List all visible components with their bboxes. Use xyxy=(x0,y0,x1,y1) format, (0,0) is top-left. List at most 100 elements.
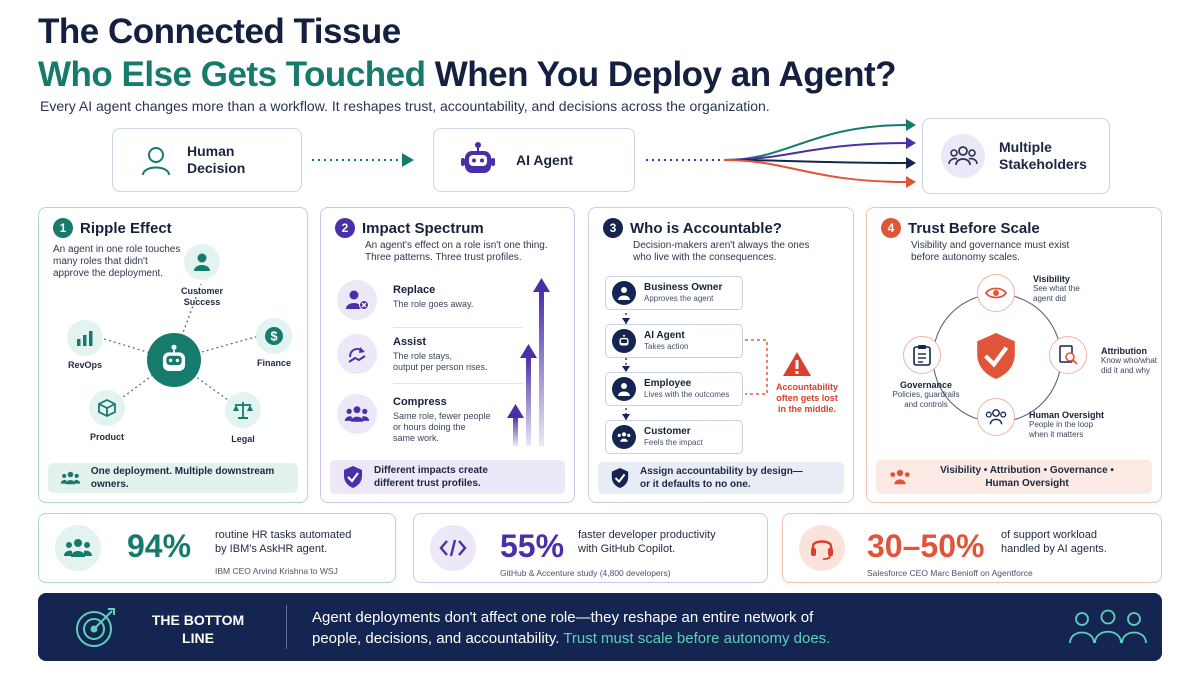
customer-success-node xyxy=(184,244,220,280)
product-node xyxy=(89,390,125,426)
group-icon xyxy=(55,525,101,571)
user-tie-icon xyxy=(612,281,636,305)
accountability-title: 3 Who is Accountable? xyxy=(603,218,782,238)
warning-icon xyxy=(783,352,811,376)
stat-source: GitHub & Accenture study (4,800 develope… xyxy=(500,568,671,578)
warning-bracket xyxy=(745,339,768,395)
divider xyxy=(286,605,287,649)
stat-source: IBM CEO Arvind Krishna to WSJ xyxy=(215,566,338,576)
eye-icon xyxy=(977,274,1015,312)
bottom-line-text: Agent deployments don't affect one role—… xyxy=(312,609,831,647)
ai-agent-label: AI Agent xyxy=(516,151,574,168)
ripple-effect-panel: 1 Ripple Effect An agent in one role tou… xyxy=(38,207,308,503)
stat-value: 30–50% xyxy=(867,528,985,564)
intro-text: Every AI agent changes more than a workf… xyxy=(40,98,770,114)
fanout-arrows xyxy=(646,119,916,188)
step-number: 1 xyxy=(53,218,73,238)
revops-label: RevOps xyxy=(67,360,102,370)
target-icon xyxy=(74,605,118,649)
bar-chart-icon xyxy=(77,331,93,346)
ripple-connectors xyxy=(100,283,260,409)
shield-check-icon xyxy=(344,466,362,488)
user-icon xyxy=(139,143,173,177)
impact-spectrum-desc: An agent's effect on a role isn't one th… xyxy=(365,240,548,263)
divider xyxy=(393,327,523,328)
robot-icon xyxy=(162,344,186,372)
people-icon xyxy=(1069,609,1147,644)
shield-check-icon xyxy=(611,468,629,488)
svg-text:$: $ xyxy=(270,329,278,344)
ripple-effect-title: 1 Ripple Effect xyxy=(53,218,172,238)
step-number: 3 xyxy=(603,218,623,238)
user-icon xyxy=(612,377,636,401)
compress-title: Compress xyxy=(393,396,447,408)
trust-title: 4 Trust Before Scale xyxy=(881,218,1040,238)
trust-panel: 4 Trust Before Scale Visibility and gove… xyxy=(866,207,1162,503)
replace-desc: The role goes away. xyxy=(393,299,474,309)
chain-connector xyxy=(622,298,630,443)
group-icon xyxy=(60,471,81,485)
ripple-effect-footer: One deployment. Multiple downstream owne… xyxy=(48,463,298,493)
ai-agent-box: AI Agent xyxy=(433,128,635,192)
divider xyxy=(393,383,523,384)
group-icon xyxy=(612,425,636,449)
user-icon xyxy=(194,253,210,271)
title-highlight: Who Else Gets Touched xyxy=(38,55,426,94)
rising-arrows xyxy=(507,278,550,446)
group-icon xyxy=(941,134,985,178)
dollar-icon: $ xyxy=(265,327,283,345)
clipboard-icon xyxy=(903,336,941,374)
robot-icon xyxy=(612,329,636,353)
central-agent-node xyxy=(147,333,201,387)
accountability-panel: 3 Who is Accountable? Decision-makers ar… xyxy=(588,207,854,503)
compress-icon-wrap xyxy=(337,394,377,434)
finance-label: Finance xyxy=(256,358,291,368)
robot-icon xyxy=(458,140,498,180)
impact-spectrum-panel: 2 Impact Spectrum An agent's effect on a… xyxy=(320,207,575,503)
page-title: The Connected Tissue xyxy=(38,12,401,51)
headset-icon xyxy=(799,525,845,571)
impact-spectrum-title: 2 Impact Spectrum xyxy=(335,218,484,238)
step-number: 4 xyxy=(881,218,901,238)
page-subtitle-heading: Who Else Gets Touched When You Deploy an… xyxy=(38,55,897,95)
accountability-footer: Assign accountability by design—or it de… xyxy=(598,462,844,494)
search-doc-icon xyxy=(1049,336,1087,374)
assist-icon-wrap xyxy=(337,334,377,374)
assist-icon xyxy=(348,347,366,363)
stat-value: 94% xyxy=(127,528,192,564)
legal-label: Legal xyxy=(231,434,255,444)
replace-title: Replace xyxy=(393,284,436,296)
group-icon xyxy=(977,398,1015,436)
box-icon xyxy=(98,398,116,418)
group-icon xyxy=(890,469,910,485)
shield-check-icon xyxy=(972,330,1020,382)
revops-node xyxy=(67,320,103,356)
step-number: 2 xyxy=(335,218,355,238)
stat-value: 55% xyxy=(500,528,565,564)
replace-icon-wrap xyxy=(337,280,377,320)
